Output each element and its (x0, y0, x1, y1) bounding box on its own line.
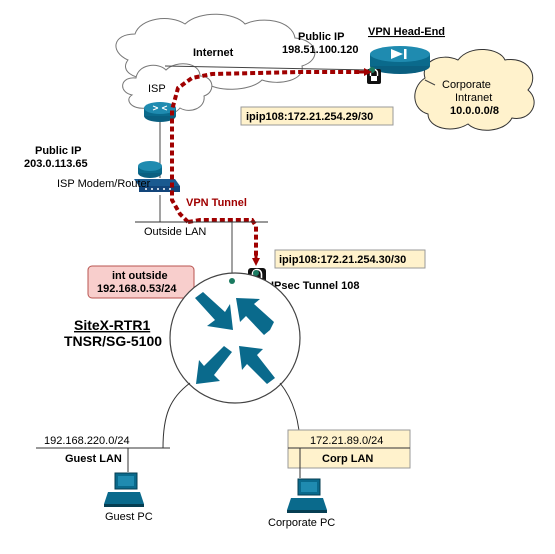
int-outside-ip: 192.168.0.53/24 (97, 283, 177, 295)
corporate-subnet: 10.0.0.0/8 (450, 105, 499, 117)
public-ip-head-title: Public IP (298, 31, 344, 43)
corporate-label-1: Corporate (442, 79, 491, 91)
corporate-pc-label: Corporate PC (268, 517, 335, 529)
isp-router-icon (144, 102, 176, 122)
vpn-tunnel-path-upper (170, 70, 360, 224)
corporate-pc-icon (287, 478, 327, 513)
public-ip-site-value: 203.0.113.65 (24, 158, 88, 170)
corporate-cloud (414, 49, 535, 131)
vpn-tunnel-path-lower (187, 218, 258, 256)
ipip-site-box (274, 249, 426, 269)
router-to-guest-link (162, 382, 191, 449)
corp-lan-label: Corp LAN (322, 453, 373, 465)
guest-pc-icon (104, 472, 144, 507)
site-interface-dot (253, 270, 259, 276)
int-outside-box (87, 265, 195, 299)
corporate-label-2: Intranet (455, 92, 492, 104)
public-ip-site-title: Public IP (35, 145, 81, 157)
ipip-site-label: ipip108:172.21.254.30/30 (279, 254, 406, 266)
vpn-head-end-title: VPN Head-End (368, 26, 445, 38)
outside-lan-label: Outside LAN (144, 226, 206, 238)
int-outside-label: int outside (112, 270, 168, 282)
main-router-icon (169, 272, 301, 404)
isp-modem-icon (134, 161, 180, 192)
public-ip-head-value: 198.51.100.120 (282, 44, 358, 56)
outside-interface-dot (229, 278, 235, 284)
head-interface-dot (369, 67, 375, 73)
corp-link (424, 79, 436, 86)
internet-link (164, 65, 371, 71)
guest-lan-subnet: 192.168.220.0/24 (44, 435, 130, 447)
isp-label: ISP (148, 83, 166, 95)
corp-lan-box (287, 429, 411, 469)
vpn-tunnel-label: VPN Tunnel (186, 197, 247, 209)
router-model: TNSR/SG-5100 (64, 333, 162, 349)
ipip-head-label: ipip108:172.21.254.29/30 (246, 111, 373, 123)
guest-pc-label: Guest PC (105, 511, 153, 523)
internet-label: Internet (193, 47, 234, 59)
ipsec-label: IPsec Tunnel 108 (271, 280, 359, 292)
guest-lan-label: Guest LAN (65, 453, 122, 465)
isp-modem-label: ISP Modem/Router (57, 178, 151, 190)
ipip-head-box (240, 106, 394, 126)
corp-lan-subnet: 172.21.89.0/24 (310, 435, 383, 447)
router-name: SiteX-RTR1 (74, 317, 150, 333)
vpn-head-end-device (370, 46, 430, 74)
